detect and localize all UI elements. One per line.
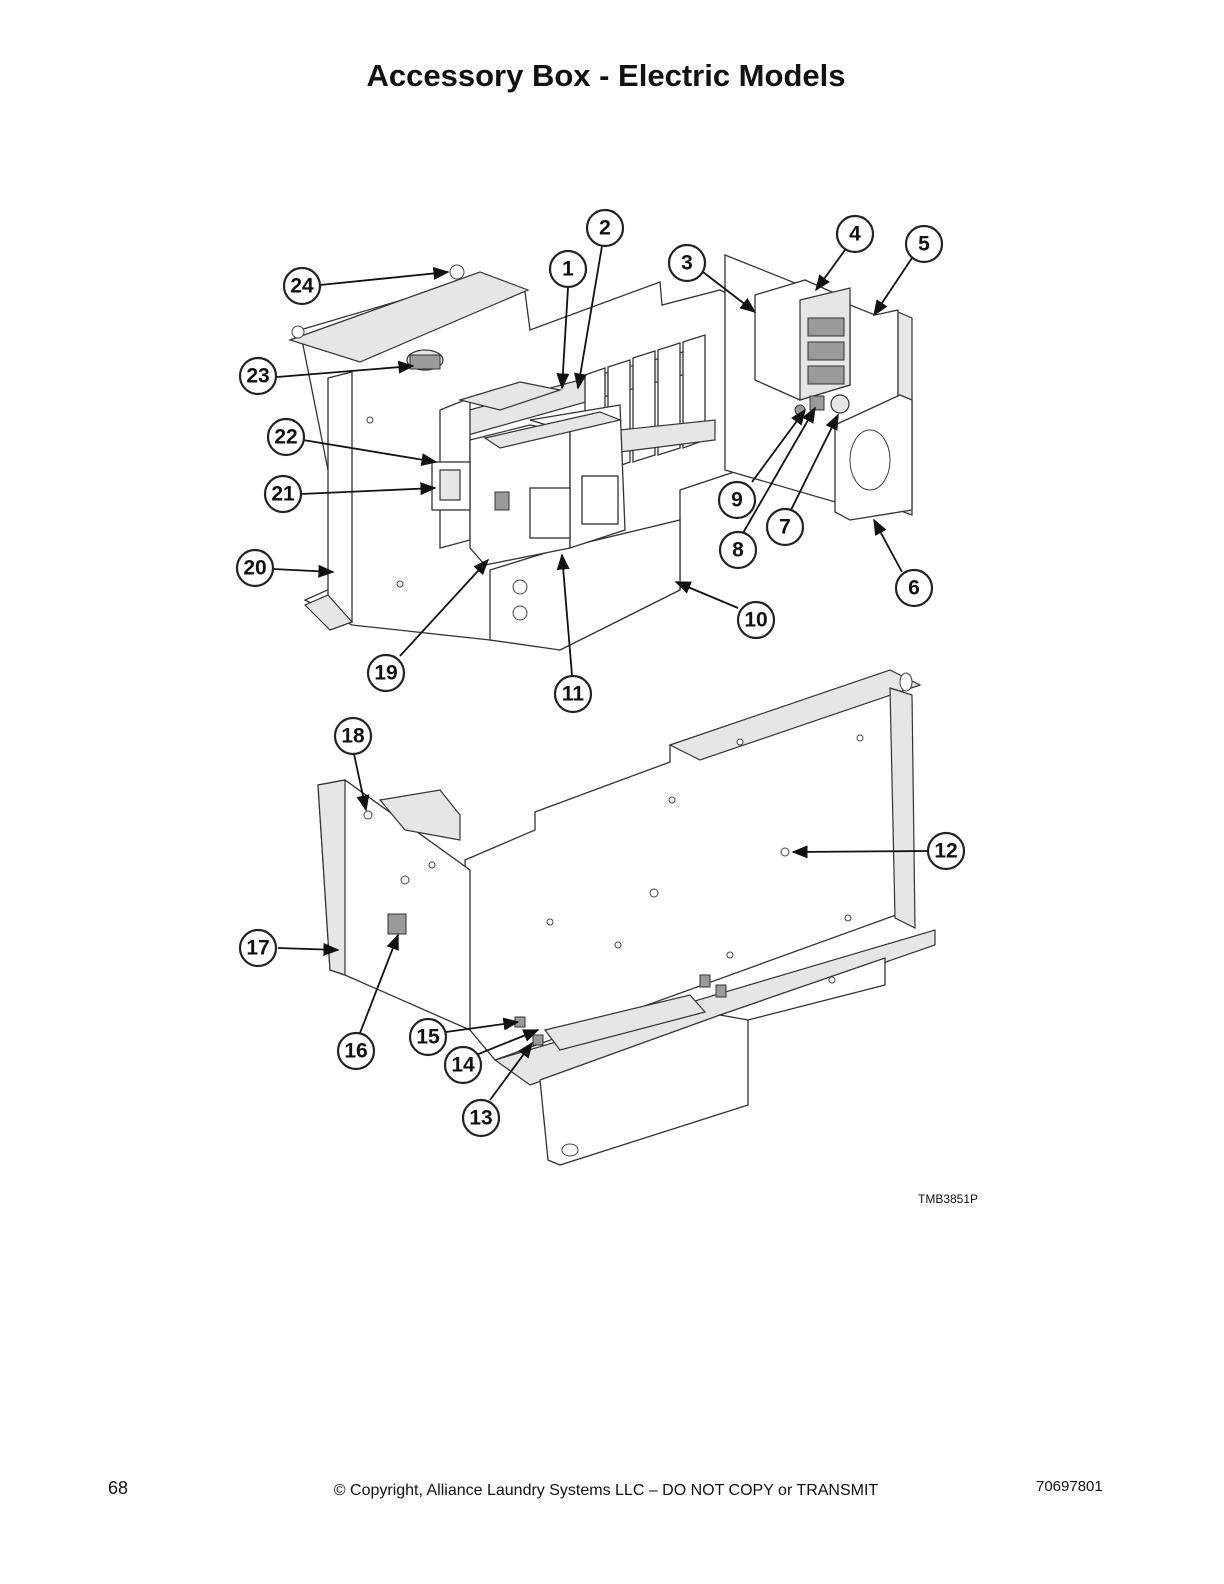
callout-21: 21 [263,474,303,514]
page-title: Accessory Box - Electric Models [366,58,846,93]
svg-text:17: 17 [246,937,269,960]
callout-11: 11 [553,674,593,714]
page-number: 68 [108,1478,129,1498]
callout-12: 12 [926,831,966,871]
callout-15: 15 [408,1017,448,1057]
svg-text:1: 1 [562,258,574,281]
svg-text:9: 9 [731,489,743,512]
callout-8: 8 [718,530,758,570]
figure-reference: TMB3851P [918,1192,979,1206]
callout-16: 16 [336,1031,376,1071]
svg-text:21: 21 [271,483,295,506]
callout-10: 10 [736,600,776,640]
upper-assembly [288,254,913,651]
svg-text:16: 16 [344,1040,367,1063]
svg-text:12: 12 [934,840,957,863]
circuit-breakers [584,334,716,479]
svg-text:20: 20 [243,557,266,580]
svg-text:8: 8 [732,539,744,562]
svg-text:22: 22 [274,426,297,449]
callout-22: 22 [266,417,306,457]
callout-17: 17 [238,928,278,968]
leader-lines [272,245,929,1101]
callout-9: 9 [717,480,757,520]
svg-text:13: 13 [469,1107,492,1130]
svg-text:18: 18 [341,725,365,748]
callout-24: 24 [282,266,322,306]
svg-text:6: 6 [908,577,920,600]
svg-text:23: 23 [246,365,269,388]
svg-text:4: 4 [849,223,861,246]
lower-assembly [317,669,936,1166]
callout-19: 19 [366,653,406,693]
callout-13: 13 [461,1098,501,1138]
svg-text:15: 15 [416,1026,440,1049]
callout-4: 4 [835,214,875,254]
callout-23: 23 [238,356,278,396]
callout-2: 2 [585,208,625,248]
callout-1: 1 [548,249,588,289]
svg-text:10: 10 [744,609,767,632]
svg-text:14: 14 [451,1054,475,1077]
document-number: 70697801 [1036,1478,1103,1495]
callout-14: 14 [443,1045,483,1085]
callout-20: 20 [235,548,275,588]
svg-text:7: 7 [779,516,791,539]
svg-text:5: 5 [918,233,930,256]
svg-text:3: 3 [681,252,693,275]
svg-text:19: 19 [374,662,397,685]
callout-18: 18 [333,716,373,756]
callout-6: 6 [894,568,934,608]
callout-3: 3 [667,243,707,283]
svg-text:24: 24 [290,275,314,298]
callout-7: 7 [765,507,805,547]
svg-text:2: 2 [599,217,611,240]
copyright-notice: © Copyright, Alliance Laundry Systems LL… [333,1482,879,1499]
svg-text:11: 11 [562,683,585,706]
callout-5: 5 [904,224,944,264]
